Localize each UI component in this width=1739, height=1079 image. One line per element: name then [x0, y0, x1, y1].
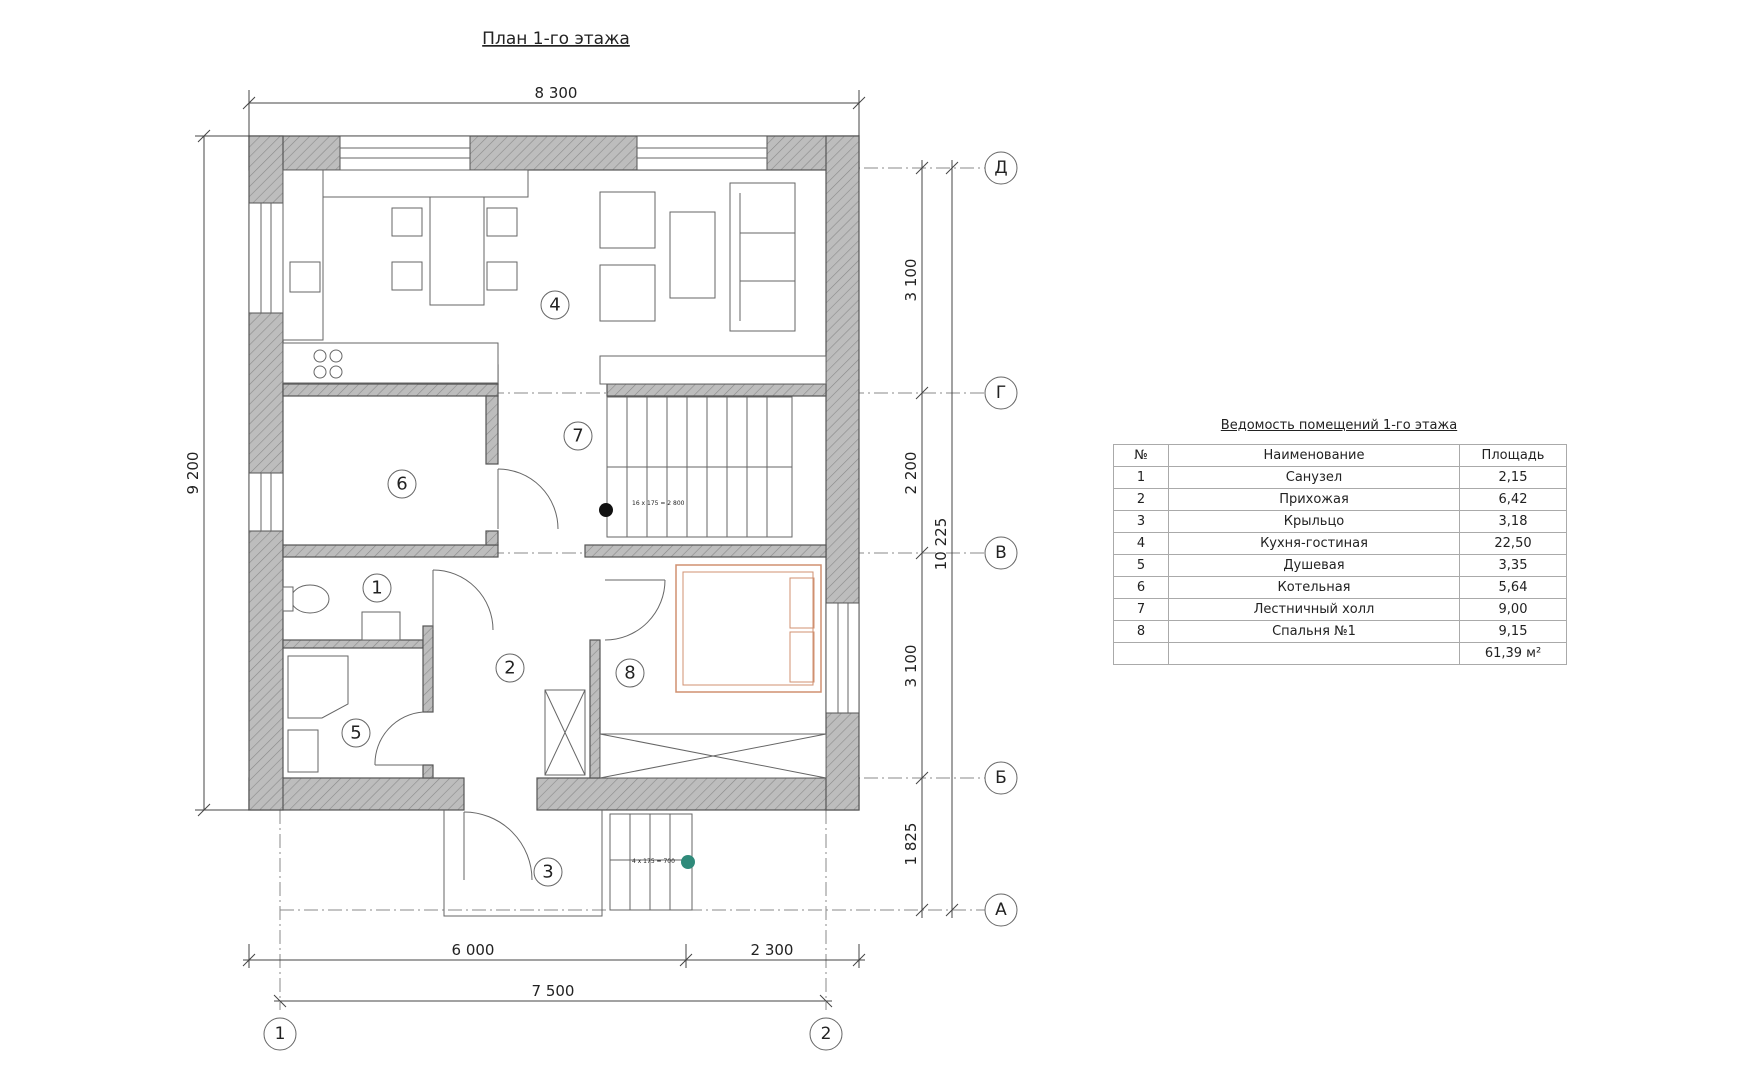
kitchen-living-furniture: [282, 169, 827, 385]
dimension-bottom: 6 000 2 300 7 500: [242, 941, 866, 1008]
cell-total-area: 61,39 м²: [1459, 642, 1567, 665]
room-number: 4: [549, 295, 560, 316]
room-number: 3: [542, 862, 553, 883]
room-schedule-table: № Наименование Площадь 1 Санузел 2,15 2 …: [1113, 444, 1567, 665]
cell-number: 1: [1113, 466, 1169, 489]
cell-name: Крыльцо: [1168, 510, 1460, 533]
cell-name: Санузел: [1168, 466, 1460, 489]
cell-number: 5: [1113, 554, 1169, 577]
cell-area: 6,42: [1459, 488, 1567, 511]
axis-markers-vertical: 1 2: [263, 1017, 843, 1051]
cell-number: 3: [1113, 510, 1169, 533]
cell-name: Спальня №1: [1168, 620, 1460, 643]
dim-right-segment: 3 100: [902, 259, 920, 302]
room-number: 2: [504, 658, 515, 679]
exterior-walls: [248, 135, 860, 811]
axis-label: В: [995, 543, 1007, 563]
room-numbers: 1 2 3 4 5 6 7 8: [341, 290, 645, 887]
doors: [374, 468, 666, 881]
cell-name: Кухня-гостиная: [1168, 532, 1460, 555]
table-total-row: 61,39 м²: [1113, 642, 1567, 665]
porch-stair-label: 4 x 175 = 700: [632, 858, 675, 865]
cell-area: 22,50: [1459, 532, 1567, 555]
room-number: 1: [371, 578, 382, 599]
cell-area: 9,15: [1459, 620, 1567, 643]
axis-label: А: [995, 900, 1007, 920]
axis-label: 1: [275, 1024, 286, 1044]
cell-number: 4: [1113, 532, 1169, 555]
room-number: 6: [396, 474, 407, 495]
axis-markers-horizontal: Д Г В Б А: [984, 151, 1018, 927]
table-row: 4 Кухня-гостиная 22,50: [1113, 532, 1567, 555]
level-marker-icon: [681, 855, 695, 869]
cell-area: 3,35: [1459, 554, 1567, 577]
dim-bottom-segment: 6 000: [452, 941, 495, 959]
axis-label: 2: [821, 1024, 832, 1044]
dim-right-segment: 3 100: [902, 645, 920, 688]
cell-name: Душевая: [1168, 554, 1460, 577]
porch: [443, 810, 693, 917]
axis-label: Б: [995, 768, 1007, 788]
table-header-row: № Наименование Площадь: [1113, 444, 1567, 467]
room-number: 7: [572, 426, 583, 447]
main-stair-label: 16 x 175 = 2 800: [632, 500, 685, 507]
plan-title: План 1-го этажа: [482, 29, 630, 49]
table-row: 7 Лестничный холл 9,00: [1113, 598, 1567, 621]
table-row: 3 Крыльцо 3,18: [1113, 510, 1567, 533]
dim-top-overall: 8 300: [535, 84, 578, 102]
cell-area: 5,64: [1459, 576, 1567, 599]
dimension-right: 3 100 2 200 3 100 1 825 10 225: [902, 160, 959, 918]
dimension-left: 9 200: [184, 129, 249, 817]
level-marker-icon: [599, 503, 613, 517]
cell-number: 8: [1113, 620, 1169, 643]
axis-label: Г: [996, 383, 1006, 403]
table-row: 8 Спальня №1 9,15: [1113, 620, 1567, 643]
column-header: Площадь: [1459, 444, 1567, 467]
cell-name: Прихожая: [1168, 488, 1460, 511]
cell-area: 3,18: [1459, 510, 1567, 533]
cell-number: 2: [1113, 488, 1169, 511]
table-row: 6 Котельная 5,64: [1113, 576, 1567, 599]
bedroom-furniture: [599, 564, 827, 779]
column-header: Наименование: [1168, 444, 1460, 467]
column-header: №: [1113, 444, 1169, 467]
dim-bottom-axes: 7 500: [532, 982, 575, 1000]
cell-number: 6: [1113, 576, 1169, 599]
schedule-title: Ведомость помещений 1-го этажа: [1220, 418, 1458, 433]
dim-right-segment: 1 825: [902, 823, 920, 866]
main-stair: [606, 396, 793, 538]
cell-name: Лестничный холл: [1168, 598, 1460, 621]
cell-area: 2,15: [1459, 466, 1567, 489]
dim-bottom-segment: 2 300: [751, 941, 794, 959]
room-number: 8: [624, 663, 635, 684]
dim-right-overall: 10 225: [932, 518, 950, 571]
table-row: 1 Санузел 2,15: [1113, 466, 1567, 489]
table-row: 2 Прихожая 6,42: [1113, 488, 1567, 511]
cell-name: Котельная: [1168, 576, 1460, 599]
dimension-top: 8 300: [242, 84, 866, 136]
interior-walls: [282, 364, 827, 779]
dim-left-overall: 9 200: [184, 452, 202, 495]
cell-number: 7: [1113, 598, 1169, 621]
table-row: 5 Душевая 3,35: [1113, 554, 1567, 577]
cell-area: 9,00: [1459, 598, 1567, 621]
room-number: 5: [350, 723, 361, 744]
axis-label: Д: [994, 158, 1007, 178]
dim-right-segment: 2 200: [902, 452, 920, 495]
sanitary-fixtures: [282, 584, 586, 776]
